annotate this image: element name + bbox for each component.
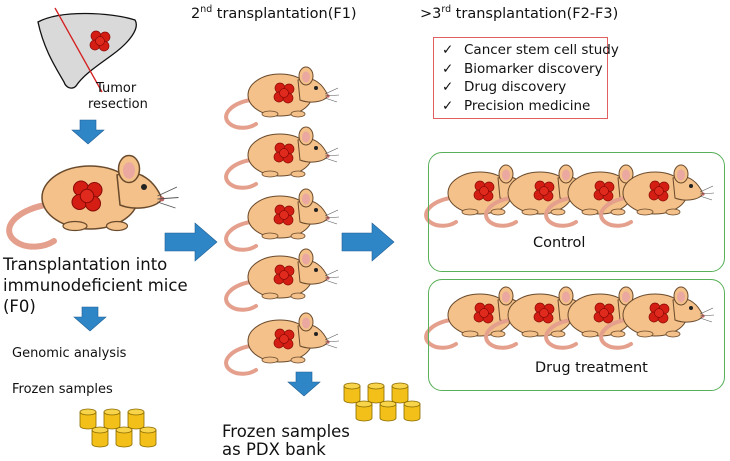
transplant-label-line3: (F0) bbox=[3, 297, 36, 316]
mouse-icon bbox=[224, 187, 341, 252]
pdx-bank-label-line2: as PDX bank bbox=[222, 440, 326, 459]
transplant-label-line2: immunodeficient mice bbox=[3, 276, 188, 295]
pdx-bank-label-line1: Frozen samples bbox=[222, 422, 350, 441]
arrow-down-icon bbox=[71, 119, 105, 145]
frozen-samples-label: Frozen samples bbox=[12, 382, 113, 397]
application-item: ✓Biomarker discovery bbox=[442, 60, 603, 77]
tumor-icon bbox=[89, 30, 111, 52]
application-item: ✓Drug discovery bbox=[442, 79, 567, 95]
drug-treatment-group-box: Drug treatment bbox=[428, 279, 725, 391]
control-group-box: Control bbox=[428, 152, 725, 272]
mouse-icon bbox=[224, 125, 341, 190]
resection-label: resection bbox=[88, 97, 148, 112]
applications-box: ✓Cancer stem cell study ✓Biomarker disco… bbox=[433, 37, 619, 119]
mouse-icon bbox=[9, 156, 178, 247]
check-icon: ✓ bbox=[442, 97, 454, 114]
sample-cylinder-icon bbox=[343, 382, 421, 422]
arrow-right-icon bbox=[341, 222, 395, 262]
sample-cylinder-icon bbox=[79, 408, 157, 448]
arrow-down-icon bbox=[73, 306, 107, 332]
arrow-down-icon bbox=[287, 371, 321, 397]
arrow-right-icon bbox=[164, 222, 218, 262]
application-item: ✓Cancer stem cell study bbox=[442, 42, 619, 58]
transplant-label-line1: Transplantation into bbox=[3, 255, 168, 274]
mouse-icon bbox=[224, 65, 341, 130]
tumor-label: Tumor bbox=[96, 81, 137, 96]
mouse-icon bbox=[224, 247, 341, 312]
check-icon: ✓ bbox=[442, 42, 454, 58]
f1-heading: 2nd transplantation(F1) bbox=[191, 4, 357, 22]
check-icon: ✓ bbox=[442, 60, 454, 77]
mouse-icon bbox=[224, 311, 341, 376]
liver-icon bbox=[37, 7, 137, 93]
check-icon: ✓ bbox=[442, 79, 454, 95]
drug-treatment-group-label: Drug treatment bbox=[535, 360, 648, 376]
application-item: ✓Precision medicine bbox=[442, 97, 591, 114]
resection-line bbox=[54, 7, 103, 93]
f2-f3-heading: >3rd transplantation(F2-F3) bbox=[420, 4, 619, 22]
genomic-analysis-label: Genomic analysis bbox=[12, 346, 127, 361]
control-group-label: Control bbox=[533, 235, 586, 251]
